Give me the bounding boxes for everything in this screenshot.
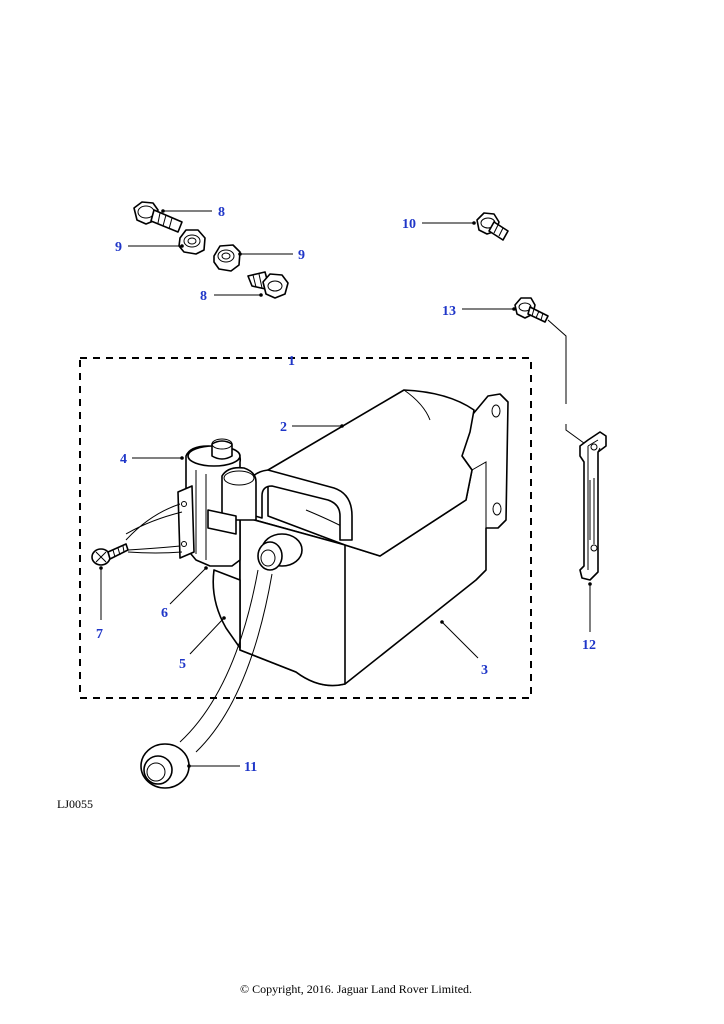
callout-8-upper: 8 — [218, 205, 225, 220]
bolt-8-lower[interactable] — [247, 271, 289, 299]
screw-13-guide-line — [547, 319, 589, 447]
callout-9-right: 9 — [298, 248, 305, 263]
callout-7: 7 — [96, 627, 103, 642]
grommet-11[interactable] — [140, 743, 190, 789]
callout-1: 1 — [288, 354, 295, 369]
leader-lines — [99, 209, 592, 768]
callout-8-lower: 8 — [200, 289, 207, 304]
callout-3: 3 — [481, 663, 488, 678]
hose-5[interactable] — [212, 569, 241, 649]
grommet-11-guide-lines — [179, 569, 273, 753]
canister-handle[interactable] — [247, 469, 353, 541]
outlet-connector[interactable] — [257, 533, 303, 571]
callout-11: 11 — [244, 760, 257, 775]
callout-2: 2 — [280, 420, 287, 435]
mounting-bracket-12[interactable] — [579, 431, 607, 581]
drawing-id: LJ0055 — [57, 797, 93, 811]
callout-9-left: 9 — [115, 240, 122, 255]
bolt-8-upper[interactable] — [133, 201, 183, 233]
callout-12: 12 — [582, 638, 596, 653]
screw-7-guide-lines — [125, 503, 183, 554]
nut-9-left[interactable] — [178, 229, 206, 255]
nut-9-right[interactable] — [213, 244, 241, 272]
screw-7[interactable] — [91, 543, 129, 566]
callout-10: 10 — [402, 217, 416, 232]
charcoal-canister-2[interactable] — [267, 389, 475, 557]
callout-6: 6 — [161, 606, 168, 621]
bolt-10[interactable] — [476, 212, 509, 241]
callout-4: 4 — [120, 452, 127, 467]
kit-boundary — [79, 357, 532, 699]
callout-5: 5 — [179, 657, 186, 672]
copyright-notice: © Copyright, 2016. Jaguar Land Rover Lim… — [240, 982, 472, 996]
valve-bracket-6[interactable] — [177, 485, 195, 559]
callout-13: 13 — [442, 304, 456, 319]
purge-valve-4[interactable] — [185, 438, 257, 567]
screw-13[interactable] — [514, 297, 549, 323]
